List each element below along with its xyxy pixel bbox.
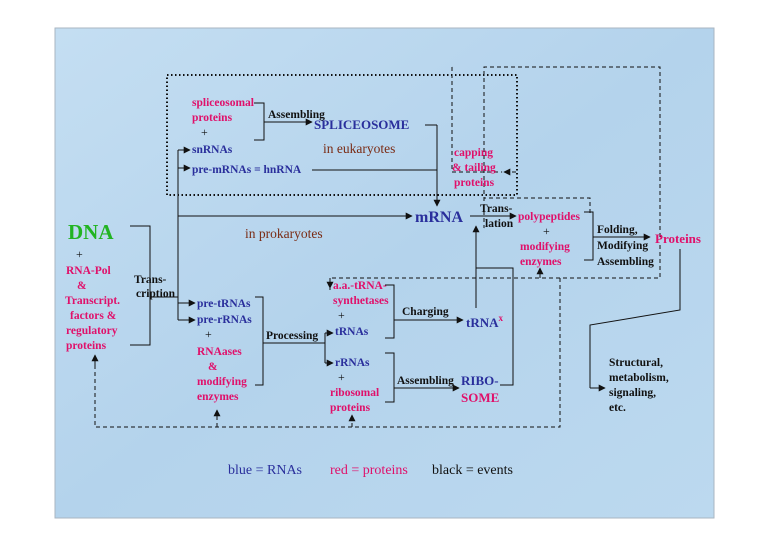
slide-background	[54, 27, 715, 519]
rrnas-label: rRNAs	[335, 357, 370, 369]
plus-sign: +	[543, 224, 550, 238]
synthetases-label: synthetases	[333, 295, 389, 307]
dna-label: DNA	[68, 220, 114, 244]
translation-event-1: Trans-	[480, 203, 513, 215]
capping-label: capping	[454, 147, 493, 159]
charging-event: Charging	[402, 306, 449, 318]
ribosomal-proteins-label: proteins	[330, 402, 371, 414]
connector-lines	[130, 102, 681, 403]
rna-pol-label: RNA-Pol	[66, 265, 111, 277]
in-eukaryotes-note: in eukaryotes	[323, 141, 395, 156]
proteins-right-label: Proteins	[655, 231, 701, 246]
metabolism-label: metabolism,	[609, 372, 669, 384]
plus-sign: +	[201, 125, 208, 139]
modifying-enzymes-label: modifying	[197, 376, 247, 388]
modifying-event: Modifying	[597, 240, 648, 252]
in-prokaryotes-note: in prokaryotes	[245, 226, 323, 241]
plus-sign: +	[338, 370, 345, 384]
some-label: SOME	[461, 390, 499, 405]
proteins-left-label: proteins	[66, 340, 107, 352]
assembling-event-3: Assembling	[597, 256, 654, 268]
spliceosome-label: SPLICEOSOME	[314, 117, 409, 132]
trnas-label: tRNAs	[335, 326, 369, 338]
regulatory-label: regulatory	[66, 325, 118, 337]
transcription-event-2: cription	[136, 288, 176, 300]
polypeptides-label: polypeptides	[518, 211, 581, 223]
mrna-label: mRNA	[415, 209, 463, 226]
factors-label: factors &	[70, 310, 117, 322]
assembling-event-1: Assembling	[268, 109, 325, 121]
ampersand: &	[77, 280, 87, 292]
spliceosomal-label: spliceosomal	[192, 97, 254, 109]
pre-trnas-label: pre-tRNAs	[197, 298, 251, 310]
enzymes-label: enzymes	[520, 256, 562, 268]
transcription-event-1: Trans-	[134, 274, 167, 286]
legend-black: black = events	[432, 463, 513, 478]
translation-event-2: lation	[485, 218, 514, 230]
trna-x-label: tRNAx	[466, 313, 504, 330]
modifying-label: modifying	[520, 241, 570, 253]
pre-mrnas-label: pre-mRNAs = hnRNA	[192, 164, 302, 176]
pre-rrnas-label: pre-rRNAs	[197, 314, 252, 326]
ribo-label: RIBO-	[461, 373, 499, 388]
ribosomal-label: ribosomal	[330, 387, 379, 399]
spliceosomal-proteins-label: proteins	[192, 112, 233, 124]
tailing-label: & tailing	[452, 162, 496, 174]
aa-trna-label: a.a.-tRNA-	[333, 280, 387, 292]
assembling-event-2: Assembling	[397, 375, 454, 387]
legend-red: red = proteins	[330, 463, 408, 478]
plus-sign: +	[338, 308, 345, 322]
signaling-label: signaling,	[609, 387, 656, 399]
transcript-label: Transcript.	[65, 295, 120, 307]
plus-sign: +	[205, 327, 212, 341]
folding-event: Folding,	[597, 224, 638, 236]
processing-event: Processing	[266, 330, 318, 342]
feedback-dashed-lines	[91, 66, 661, 428]
eukaryote-box	[166, 74, 518, 196]
plus-sign: +	[76, 247, 83, 261]
rnaases-label: RNAases	[197, 346, 242, 358]
capping-proteins-label: proteins	[454, 177, 495, 189]
etc-label: etc.	[609, 402, 626, 414]
legend-blue: blue = RNAs	[228, 463, 302, 478]
structural-label: Structural,	[609, 357, 663, 369]
ampersand: &	[208, 361, 218, 373]
enzymes-2-label: enzymes	[197, 391, 239, 403]
snrnas-label: snRNAs	[192, 144, 233, 156]
